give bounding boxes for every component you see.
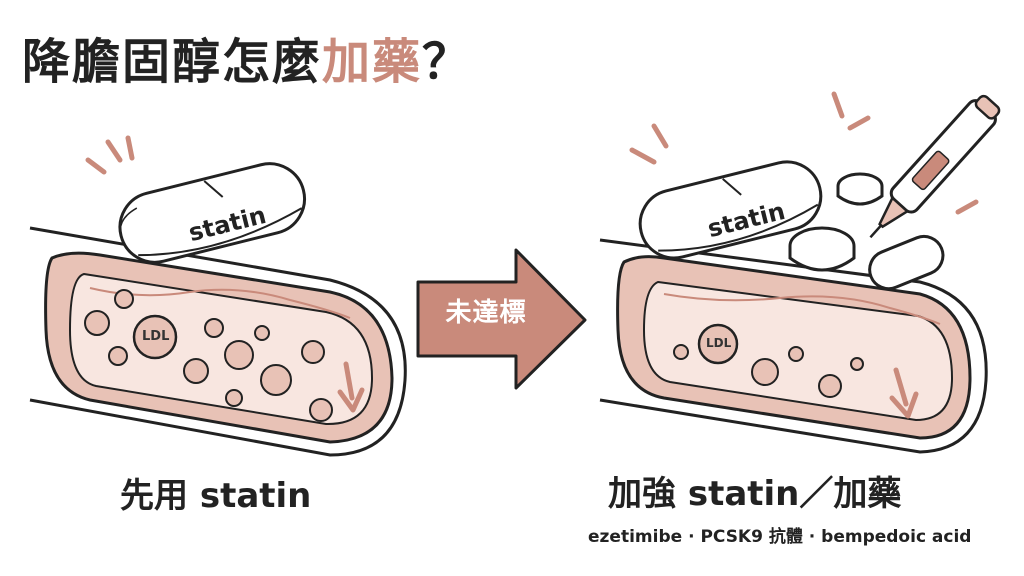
left-sparkle-lines [85,135,135,175]
right-arrow-icon [416,248,587,390]
title-end: ？ [422,34,473,90]
right-flow-arrow-icon [889,367,919,419]
left-ldl-label: LDL [142,329,170,344]
right-sparkle-lines [629,91,979,215]
left-vessel [29,226,407,457]
left-flow-arrow-icon [337,361,365,413]
arrow-label: 未達標 [445,298,527,328]
add-on-options: ezetimibe · PCSK9 抗體 · bempedoic acid [588,527,972,547]
pen-injector-icon [869,94,1001,239]
left-caption: 先用 statin [120,476,312,516]
left-ldl-particles [84,289,333,422]
right-ldl-particles [673,323,864,398]
right-ldl-label: LDL [706,336,732,350]
title-main: 降膽固醇怎麼 [22,34,323,90]
right-caption: 加強 statin／加藥 [608,474,902,514]
left-pill-icon [118,162,306,264]
right-pill-icon [638,160,823,260]
extra-pill-icons [788,172,945,291]
title-accent: 加藥 [322,34,423,90]
page-title: 降膽固醇怎麼加藥？ [22,22,472,92]
